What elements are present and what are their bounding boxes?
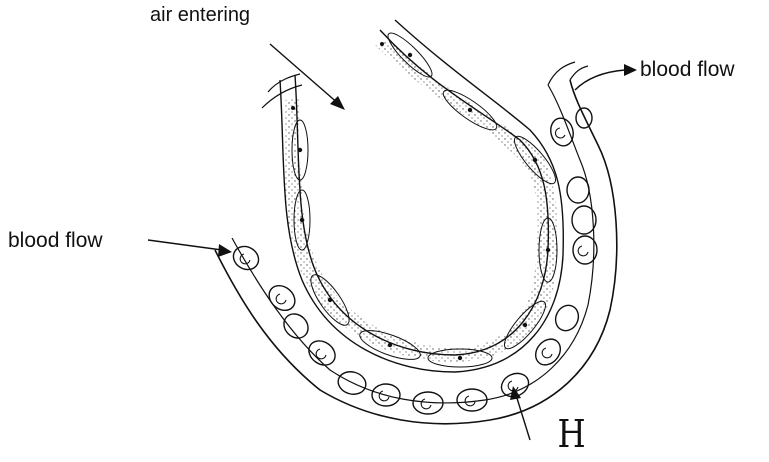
label-h: H bbox=[557, 412, 585, 456]
label-blood-flow-in: blood flow bbox=[8, 229, 103, 253]
label-air-entering: air entering bbox=[150, 4, 250, 27]
alveolar-lining-stipple bbox=[284, 40, 558, 362]
label-blood-flow-out: blood flow bbox=[640, 58, 735, 82]
capillary-end-right bbox=[548, 62, 588, 85]
